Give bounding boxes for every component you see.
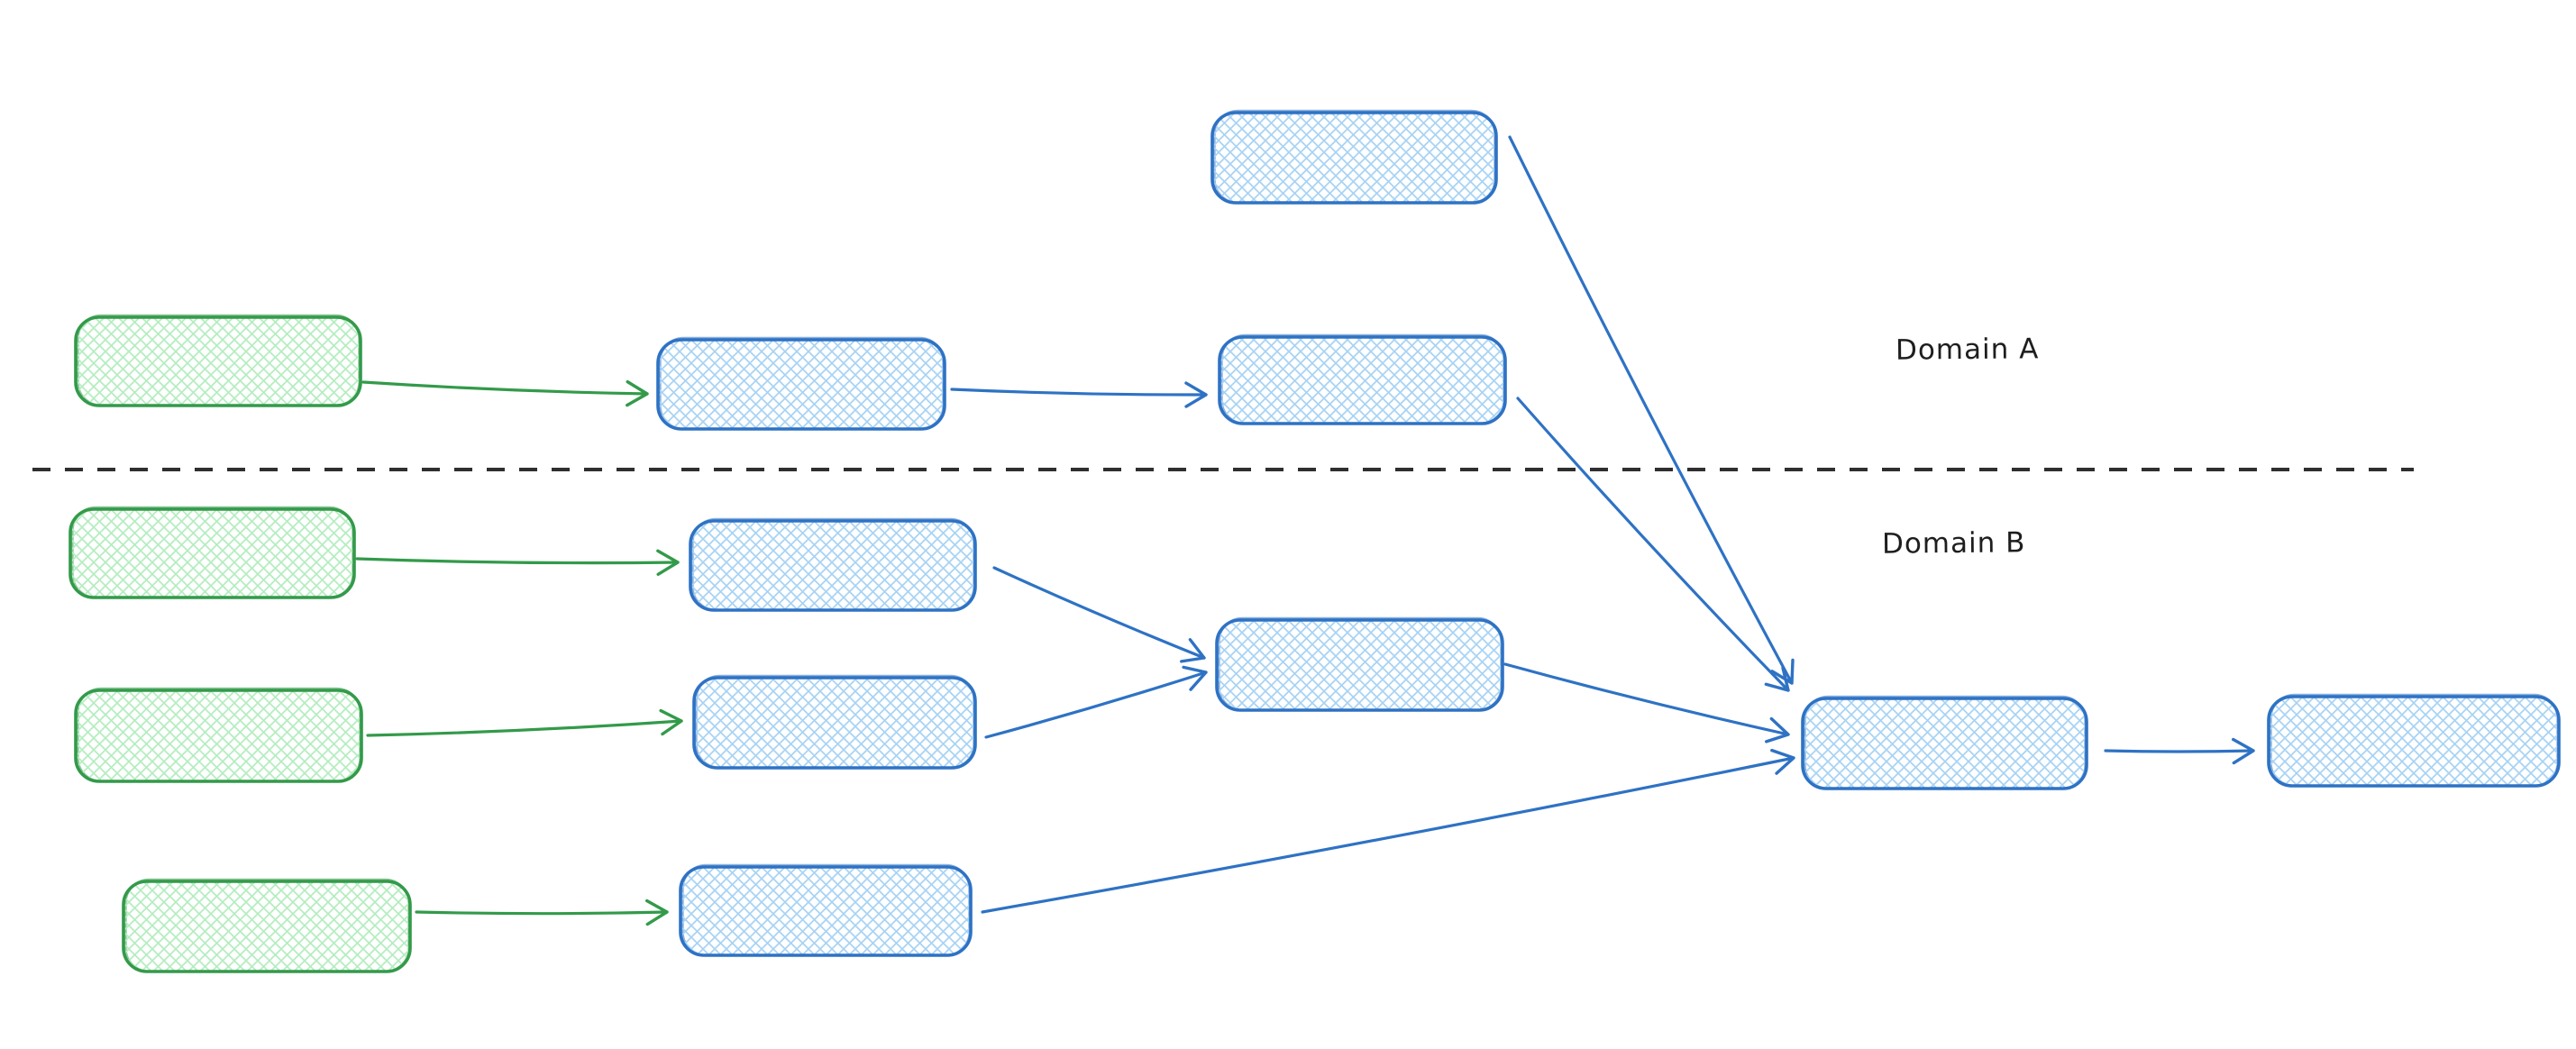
node-green-source-b1 [69, 506, 356, 599]
node-rect [656, 338, 946, 431]
node-blue-output [2267, 693, 2561, 788]
node-rect [74, 689, 363, 783]
arrow-blue-b-top-to-merge [992, 566, 1206, 663]
arrow-blue-a2-to-hub [1516, 397, 1790, 692]
domain-b-label: Domain B [1881, 526, 2026, 561]
node-rect [74, 315, 362, 407]
node-blue-b-stage1-mid [692, 674, 977, 770]
arrow-green-b1-to-stage1 [355, 549, 680, 576]
node-rect [689, 519, 977, 612]
arrow-blue-b-bot-to-hub [981, 748, 1795, 914]
arrow-blue-hub-to-output [2104, 737, 2255, 765]
node-blue-a-stage2 [1218, 333, 1507, 425]
arrow-blue-merge-to-hub [1503, 662, 1790, 743]
node-blue-top [1210, 109, 1498, 205]
node-rect [1215, 618, 1504, 712]
node-rect [1801, 697, 2088, 790]
node-blue-a-stage1 [656, 336, 946, 431]
node-rect [1218, 335, 1507, 425]
node-blue-hub [1801, 695, 2088, 790]
domain-a-label: Domain A [1895, 333, 2040, 367]
arrow-green-b2-to-stage1 [366, 708, 683, 737]
node-green-source-b3 [122, 878, 412, 973]
arrow-blue-a-stage1-to-2 [950, 381, 1208, 408]
arrow-green-a1-to-stage1 [361, 379, 649, 407]
node-green-source-b2 [74, 687, 363, 783]
node-rect [69, 507, 356, 599]
node-blue-b-stage1-bot [679, 863, 973, 957]
arrow-blue-top-to-hub [1508, 135, 1795, 685]
node-rect [679, 865, 973, 957]
arrow-green-b3-to-stage1 [415, 898, 669, 926]
node-blue-b-merge [1215, 616, 1504, 712]
node-rect [2267, 695, 2561, 788]
node-rect [122, 880, 412, 973]
node-rect [1210, 111, 1498, 205]
node-rect [692, 676, 977, 770]
arrow-blue-b-mid-to-merge [984, 665, 1208, 739]
node-green-source-a1 [74, 314, 362, 407]
node-blue-b-stage1-top [689, 517, 977, 612]
